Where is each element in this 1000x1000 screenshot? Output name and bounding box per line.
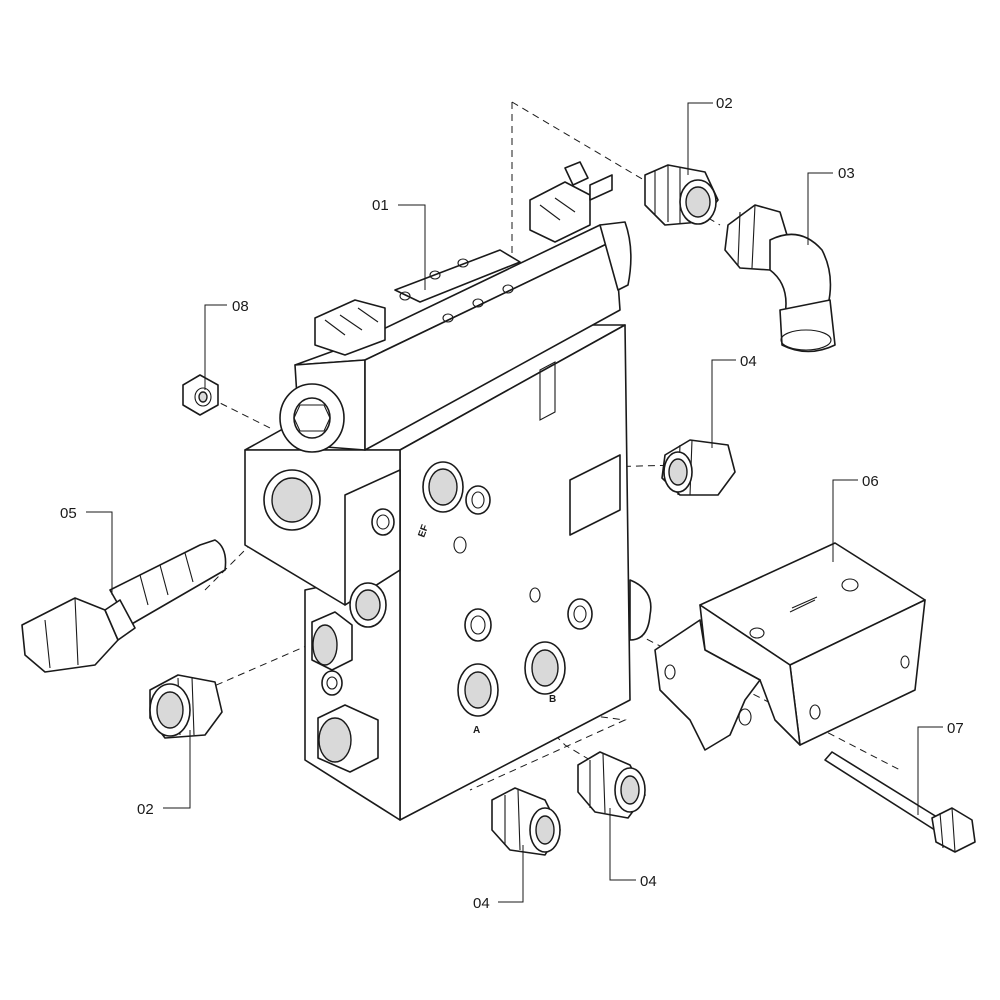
callout-04-bottom-right: 04 <box>640 873 657 890</box>
callout-06: 06 <box>862 473 879 490</box>
port-label-a: A <box>473 725 480 736</box>
solenoid-valve <box>279 161 632 453</box>
port-label-b: B <box>549 694 556 705</box>
bolt-07 <box>824 751 976 853</box>
cartridge-valve-05 <box>21 539 227 673</box>
port-plugs <box>311 611 379 773</box>
callout-03: 03 <box>838 165 855 182</box>
elbow-fitting-03 <box>724 204 836 353</box>
leader-lines <box>86 102 943 903</box>
callout-07: 07 <box>947 720 964 737</box>
mounting-bracket <box>654 542 926 751</box>
nut-08 <box>182 374 219 416</box>
fitting-02-bottom <box>149 674 223 739</box>
callout-01: 01 <box>372 197 389 214</box>
callout-05: 05 <box>60 505 77 522</box>
callout-08: 08 <box>232 298 249 315</box>
fitting-04-bottom-left <box>491 787 561 856</box>
callout-labels: 01 02 03 04 06 07 08 05 02 04 04 <box>60 95 964 912</box>
callout-04-bottom-left: 04 <box>473 895 490 912</box>
port-label-ef: EF <box>416 523 431 539</box>
callout-02-top: 02 <box>716 95 733 112</box>
fitting-04-bottom-right <box>577 751 646 819</box>
fitting-04-right <box>661 439 736 496</box>
fitting-02-top <box>644 164 719 226</box>
callout-04-right: 04 <box>740 353 757 370</box>
callout-02-bottom: 02 <box>137 801 154 818</box>
